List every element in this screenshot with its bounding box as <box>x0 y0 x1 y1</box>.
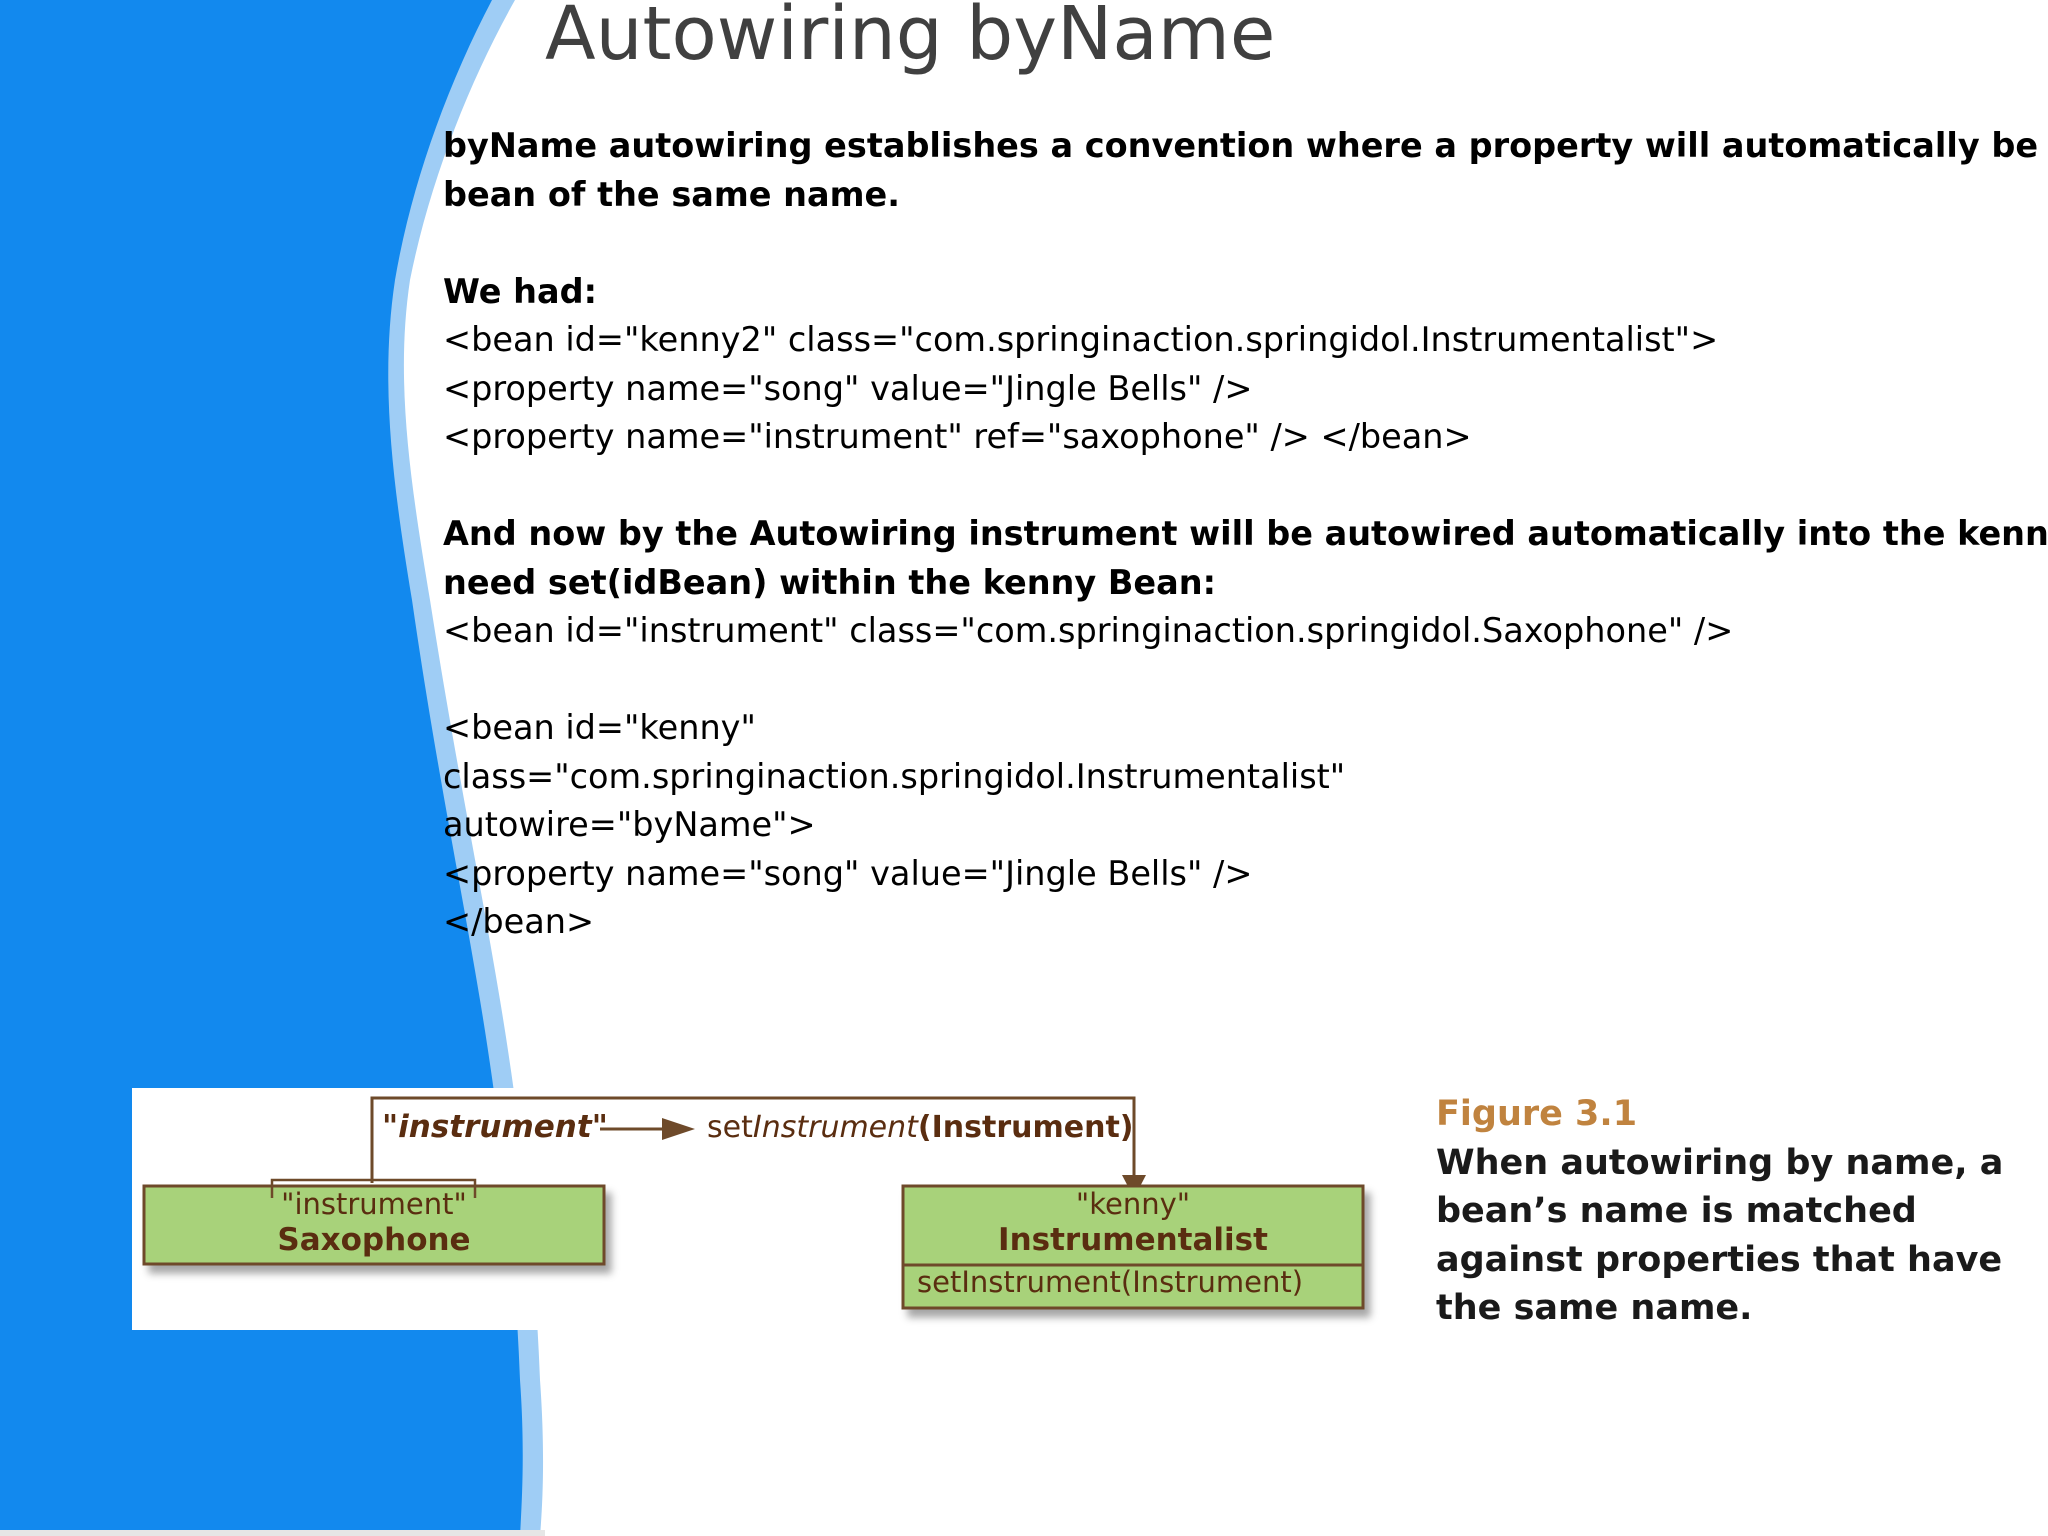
slide-title: Autowiring byName <box>545 0 1276 77</box>
saxophone-id-bracket <box>270 1178 477 1198</box>
body-line <box>443 462 2048 511</box>
body-line: <property name="song" value="Jingle Bell… <box>443 368 1253 408</box>
body-line: <bean id="instrument" class="com.springi… <box>443 611 1734 650</box>
body-line: autowire="byName"> <box>443 805 816 844</box>
body-line: class="com.springinaction.springidol.Ins… <box>443 756 1346 796</box>
body-line: </bean> <box>443 902 595 941</box>
body-line: need set(idBean) within the kenny Bean: <box>443 562 1217 602</box>
figure-caption: Figure 3.1 When autowiring by name, a be… <box>1436 1090 2003 1333</box>
body-line: <property name="instrument" ref="saxopho… <box>443 417 1472 456</box>
caption-line-2: bean’s name is matched <box>1436 1191 1917 1231</box>
caption-line-1: When autowiring by name, a <box>1436 1142 2004 1183</box>
arrow-target-suffix: (Instrument) <box>917 1110 1134 1145</box>
mid-arrow-head <box>662 1118 695 1140</box>
instrumentalist-id-label: "kenny" <box>1075 1187 1191 1221</box>
body-line: And now by the Autowiring instrument wil… <box>443 514 2048 553</box>
arrow-target-italic: Instrument <box>752 1110 918 1145</box>
body-line <box>443 656 2048 705</box>
connector-line <box>370 1096 1136 1183</box>
saxophone-box <box>142 1184 606 1266</box>
body-line: byName autowiring establishes a conventi… <box>443 126 2048 165</box>
arrow-source-label: "instrument" <box>382 1109 608 1145</box>
body-line: bean of the same name. <box>443 174 900 214</box>
body-line: <property name="song" value="Jingle Bell… <box>443 853 1253 893</box>
instrumentalist-box <box>901 1184 1365 1310</box>
figure-label: Figure 3.1 <box>1436 1094 1638 1134</box>
arrow-target-prefix: set <box>707 1110 753 1145</box>
body-line <box>443 219 2048 268</box>
instrumentalist-class-label: Instrumentalist <box>998 1222 1268 1258</box>
body-line: <bean id="kenny2" class="com.springinact… <box>443 320 1719 359</box>
saxophone-class-label: Saxophone <box>277 1222 471 1258</box>
body-line: We had: <box>443 271 597 311</box>
body-line: <bean id="kenny" <box>443 708 756 747</box>
arrow-target-label: setInstrument(Instrument) <box>707 1110 1134 1145</box>
caption-line-3: against properties that have <box>1436 1239 2003 1280</box>
caption-line-4: the same name. <box>1436 1288 1753 1328</box>
autowiring-diagram <box>142 1096 1365 1310</box>
saxophone-id-label: "instrument" <box>281 1187 467 1221</box>
arrow-source-label-text: "instrument" <box>382 1109 608 1145</box>
instrumentalist-method-label: setInstrument(Instrument) <box>917 1265 1304 1299</box>
slide-body: byName autowiring establishes a conventi… <box>443 122 2048 947</box>
